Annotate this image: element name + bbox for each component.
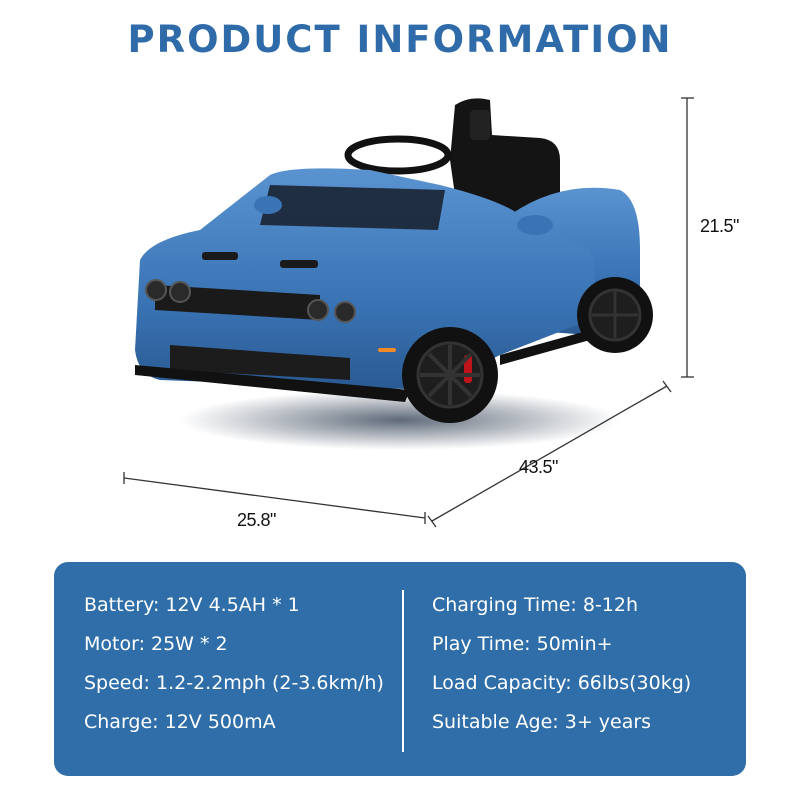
spec-suitable-age: Suitable Age: 3+ years (432, 711, 652, 733)
spec-battery: Battery: 12V 4.5AH * 1 (84, 594, 300, 616)
spec-play-time: Play Time: 50min+ (432, 633, 613, 655)
spec-speed: Speed: 1.2-2.2mph (2-3.6km/h) (84, 672, 384, 694)
spec-motor: Motor: 25W * 2 (84, 633, 228, 655)
spec-column-left: Battery: 12V 4.5AH * 1 Motor: 25W * 2 Sp… (84, 586, 384, 742)
page-title: PRODUCT INFORMATION (127, 18, 673, 61)
spec-column-right: Charging Time: 8-12h Play Time: 50min+ L… (432, 586, 691, 742)
product-image-car (135, 98, 653, 450)
spec-charging-time: Charging Time: 8-12h (432, 594, 639, 616)
height-dimension-label: 21.5" (700, 216, 739, 236)
spec-load-capacity: Load Capacity: 66lbs(30kg) (432, 672, 692, 694)
spec-panel: Battery: 12V 4.5AH * 1 Motor: 25W * 2 Sp… (54, 562, 746, 776)
spec-charge: Charge: 12V 500mA (84, 711, 276, 733)
spec-divider (402, 590, 404, 752)
length-dimension-label: 43.5" (519, 457, 558, 477)
width-dimension-label: 25.8" (237, 510, 276, 530)
